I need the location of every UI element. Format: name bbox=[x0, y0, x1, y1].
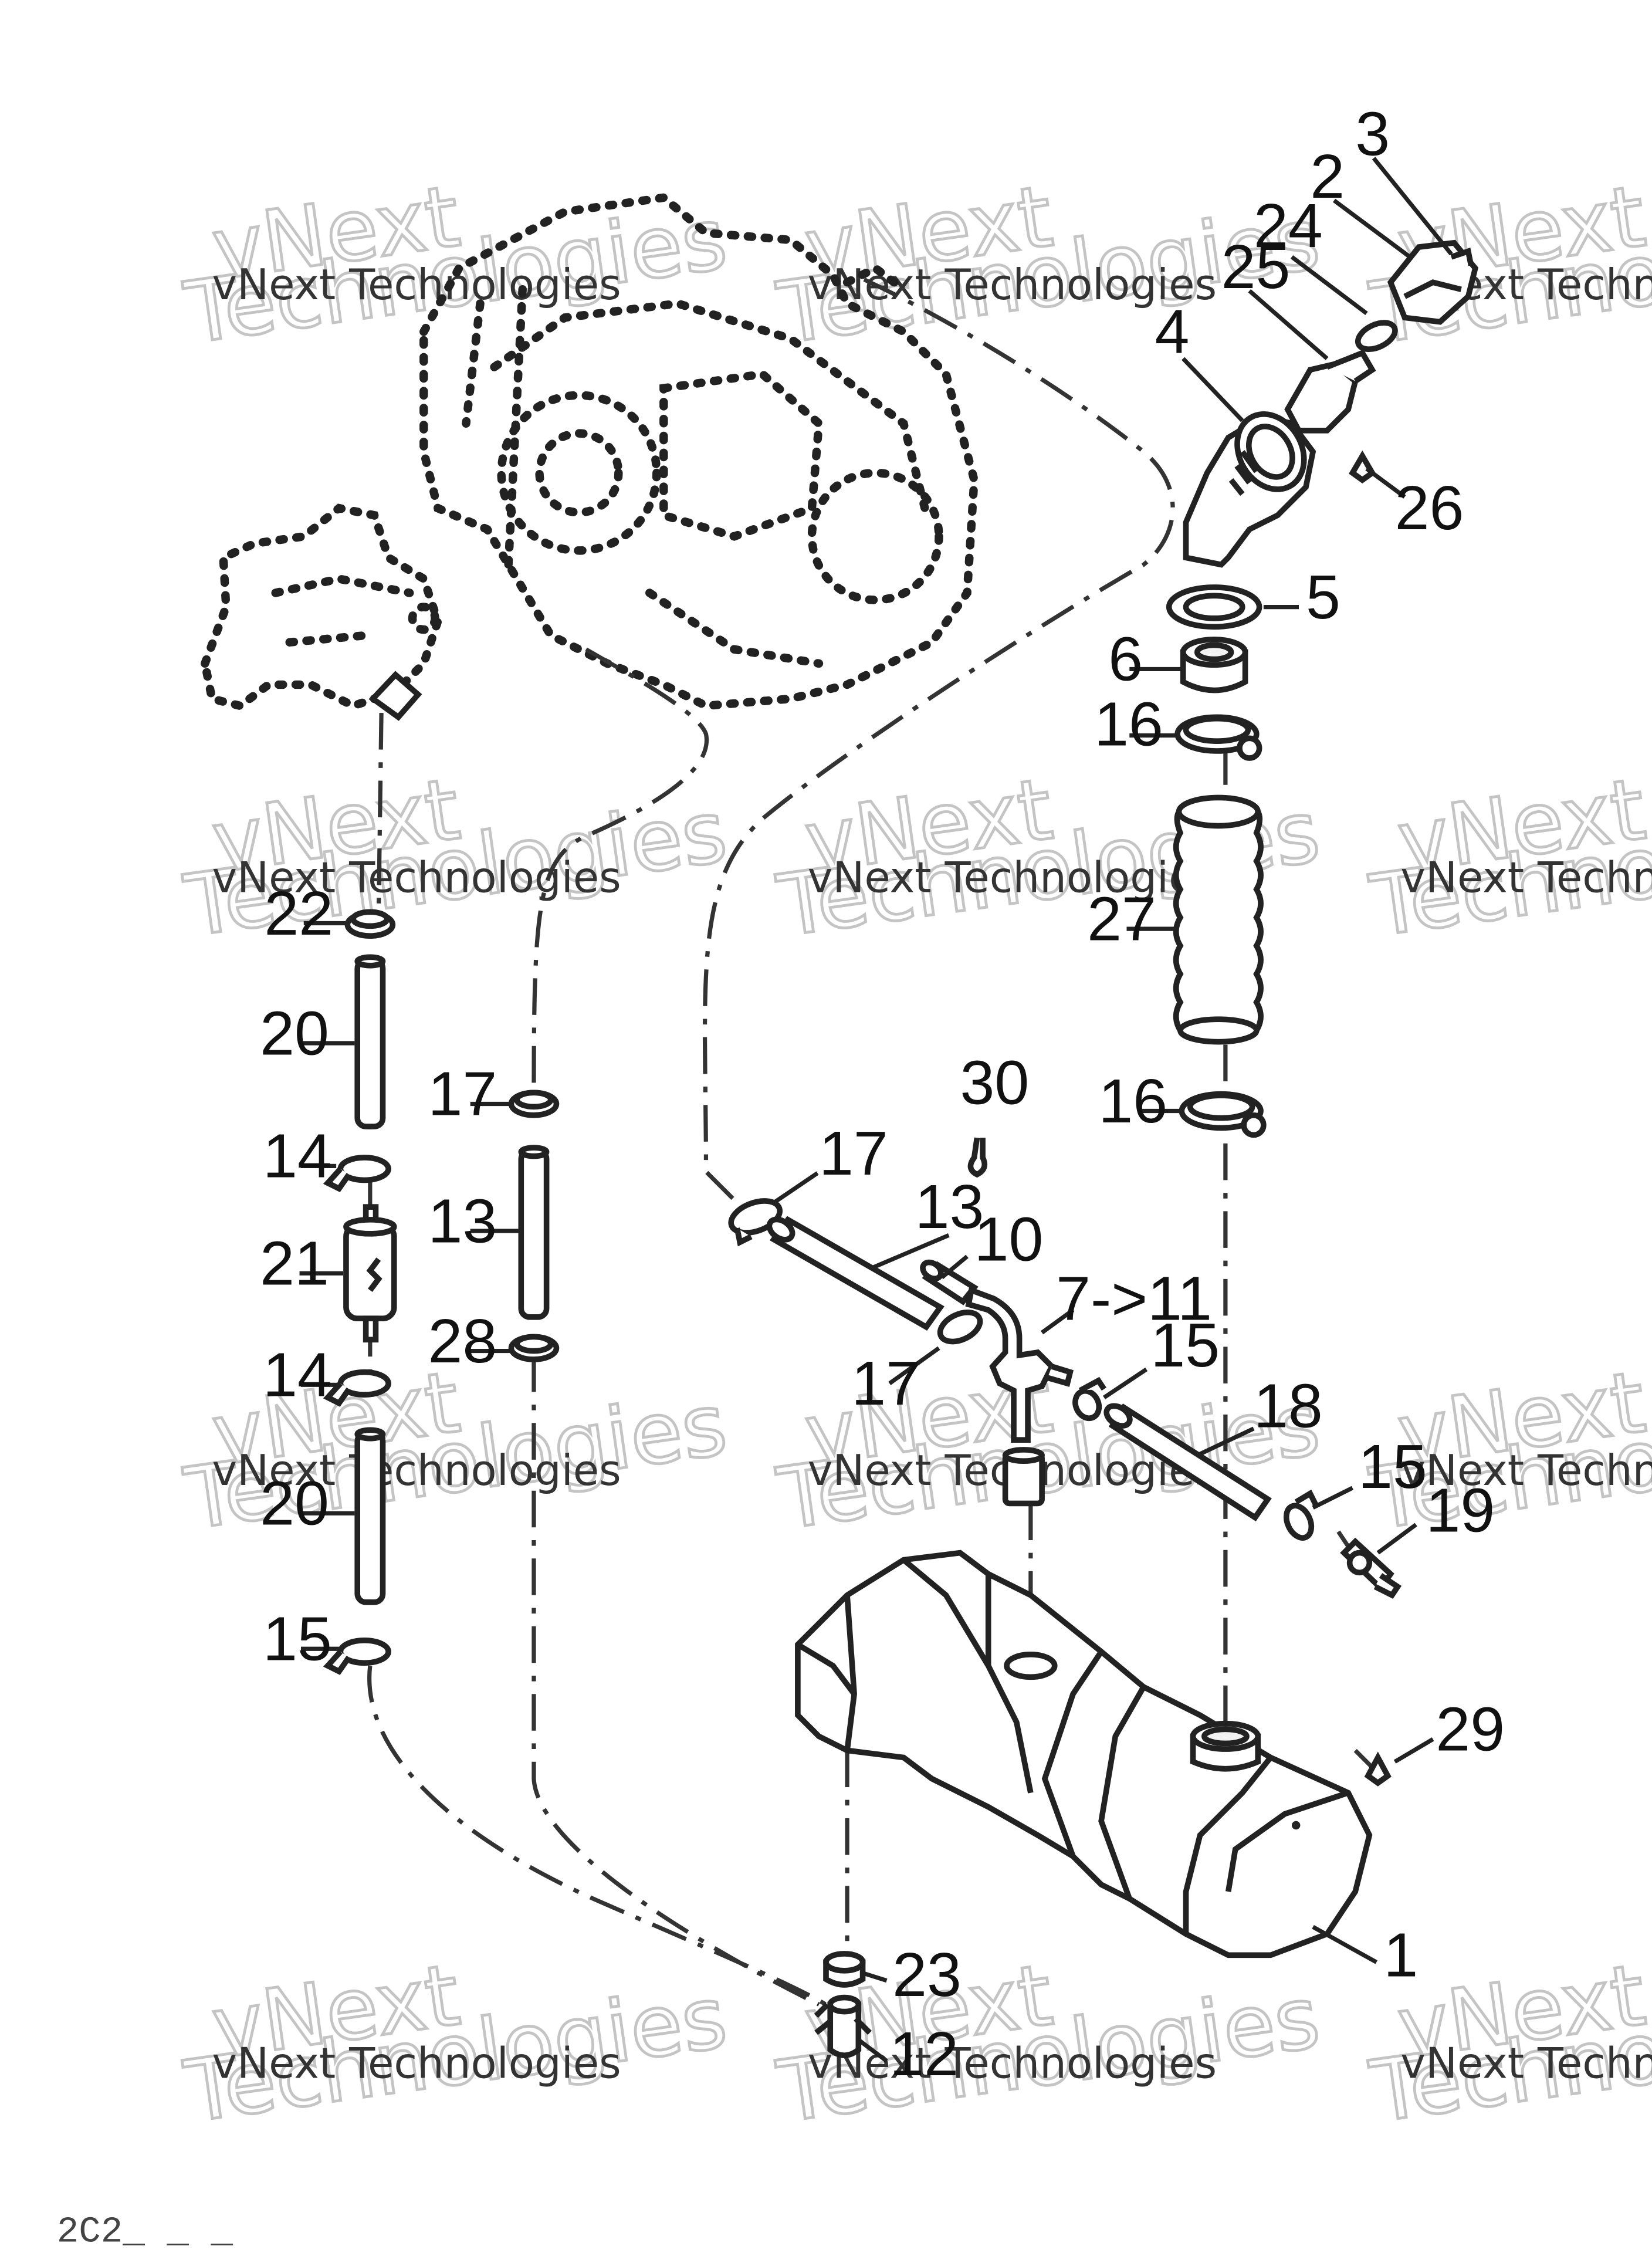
hose-clamp-lower bbox=[1179, 1091, 1267, 1138]
label-13-vertical: 13 bbox=[428, 1186, 497, 1256]
label-24: 24 bbox=[1254, 191, 1323, 261]
label-17-upper: 17 bbox=[819, 1119, 888, 1188]
label-15-left: 15 bbox=[263, 1604, 332, 1673]
label-4: 4 bbox=[1155, 297, 1190, 367]
clamp-14-lower bbox=[323, 1369, 391, 1407]
label-12: 12 bbox=[889, 2019, 959, 2089]
watermark-text: vNext Technologies bbox=[212, 854, 621, 903]
label-25: 25 bbox=[1221, 232, 1291, 302]
label-10: 10 bbox=[974, 1205, 1044, 1274]
label-16-lower: 16 bbox=[1098, 1067, 1167, 1136]
watermark-text: vNext Technologies bbox=[1400, 2039, 1652, 2089]
grommet-23 bbox=[823, 1951, 866, 1988]
watermark-text: vNext Technologies bbox=[1400, 854, 1652, 903]
clamp-15-middle bbox=[1072, 1376, 1106, 1422]
label-26: 26 bbox=[1395, 473, 1464, 543]
drop-29 bbox=[1364, 1751, 1392, 1787]
watermark-text: vNext Technologies bbox=[808, 2039, 1217, 2089]
label-6: 6 bbox=[1108, 625, 1143, 694]
label-13-diagonal: 13 bbox=[915, 1172, 984, 1241]
label-19: 19 bbox=[1426, 1476, 1495, 1545]
label-3: 3 bbox=[1355, 100, 1390, 169]
tank-filler-neck bbox=[1190, 1720, 1261, 1772]
watermark-text: vNext Technologies bbox=[808, 854, 1217, 903]
vent-fitting-10 bbox=[920, 1259, 979, 1305]
label-1: 1 bbox=[1383, 1920, 1418, 1990]
fuel-tank bbox=[795, 1550, 1373, 1958]
label-14-lower: 14 bbox=[263, 1341, 332, 1410]
pump-outlet-fitting bbox=[368, 671, 422, 721]
label-20-upper: 20 bbox=[260, 999, 329, 1068]
vent-valve-19 bbox=[1340, 1537, 1402, 1599]
label-30: 30 bbox=[960, 1048, 1030, 1118]
small-drop-part bbox=[1349, 450, 1376, 483]
label-17-middle: 17 bbox=[428, 1060, 497, 1129]
o-ring bbox=[1355, 320, 1398, 352]
nut bbox=[1180, 637, 1248, 694]
clamp-17-middle bbox=[508, 1090, 560, 1118]
watermark-text: vNext Technologies bbox=[1400, 1446, 1652, 1496]
routing-lines bbox=[367, 278, 1378, 2007]
fuel-cap bbox=[1387, 239, 1479, 325]
label-20-lower: 20 bbox=[260, 1469, 329, 1538]
filler-neck-elbow bbox=[1183, 411, 1316, 568]
label-18: 18 bbox=[1254, 1371, 1323, 1440]
clamp-17-lower bbox=[937, 1309, 983, 1345]
label-21: 21 bbox=[260, 1229, 329, 1298]
clip-30 bbox=[967, 1137, 988, 1178]
hose-20-upper bbox=[354, 954, 386, 1129]
gasket-ring bbox=[1166, 584, 1262, 630]
clamp-28 bbox=[508, 1334, 560, 1362]
clamp-22 bbox=[344, 909, 396, 939]
part-labels: 3 2 24 25 4 26 5 6 16 27 16 30 22 20 14 … bbox=[260, 100, 1505, 2089]
clamp-15-left bbox=[323, 1637, 391, 1675]
hose-13-diagonal bbox=[766, 1216, 945, 1331]
hose-20-lower bbox=[354, 1427, 386, 1605]
label-5: 5 bbox=[1306, 563, 1340, 632]
elbow-tee-7-11 bbox=[965, 1286, 1074, 1507]
label-2: 2 bbox=[1310, 142, 1345, 211]
label-7-11: 7->11 bbox=[1056, 1264, 1212, 1334]
label-17-lower: 17 bbox=[851, 1349, 920, 1418]
engine-outline bbox=[419, 193, 979, 711]
clamp-15-right bbox=[1283, 1489, 1319, 1541]
check-valve bbox=[1284, 349, 1376, 434]
watermark-text: vNext Technologies bbox=[212, 1446, 621, 1496]
figure-code: 2C2_ _ _ bbox=[57, 2211, 233, 2253]
watermark-text: vNext Technologies bbox=[212, 261, 621, 310]
leader-lines bbox=[299, 157, 1453, 2063]
watermarks: vNext Technologies vNext Technologies vN… bbox=[178, 166, 1652, 2143]
hose-13-vertical bbox=[518, 1145, 550, 1320]
label-16-upper: 16 bbox=[1094, 689, 1163, 759]
watermark-text: vNext Technologies bbox=[212, 2039, 621, 2089]
hose-clamp-upper bbox=[1174, 714, 1262, 761]
label-29: 29 bbox=[1436, 1694, 1505, 1764]
filler-bellows bbox=[1173, 794, 1264, 1045]
fuel-filter bbox=[343, 1204, 397, 1343]
label-15-middle: 15 bbox=[1150, 1311, 1220, 1380]
label-28: 28 bbox=[428, 1307, 497, 1376]
fitting-12 bbox=[814, 1994, 872, 2058]
label-15-right: 15 bbox=[1358, 1432, 1427, 1501]
label-22: 22 bbox=[264, 879, 333, 948]
label-14-upper: 14 bbox=[263, 1122, 332, 1191]
hose-18 bbox=[1103, 1403, 1272, 1522]
label-27: 27 bbox=[1087, 884, 1156, 953]
label-23: 23 bbox=[892, 1940, 962, 2010]
fuel-pump-outline bbox=[200, 503, 442, 711]
clamp-14-upper bbox=[323, 1155, 391, 1193]
